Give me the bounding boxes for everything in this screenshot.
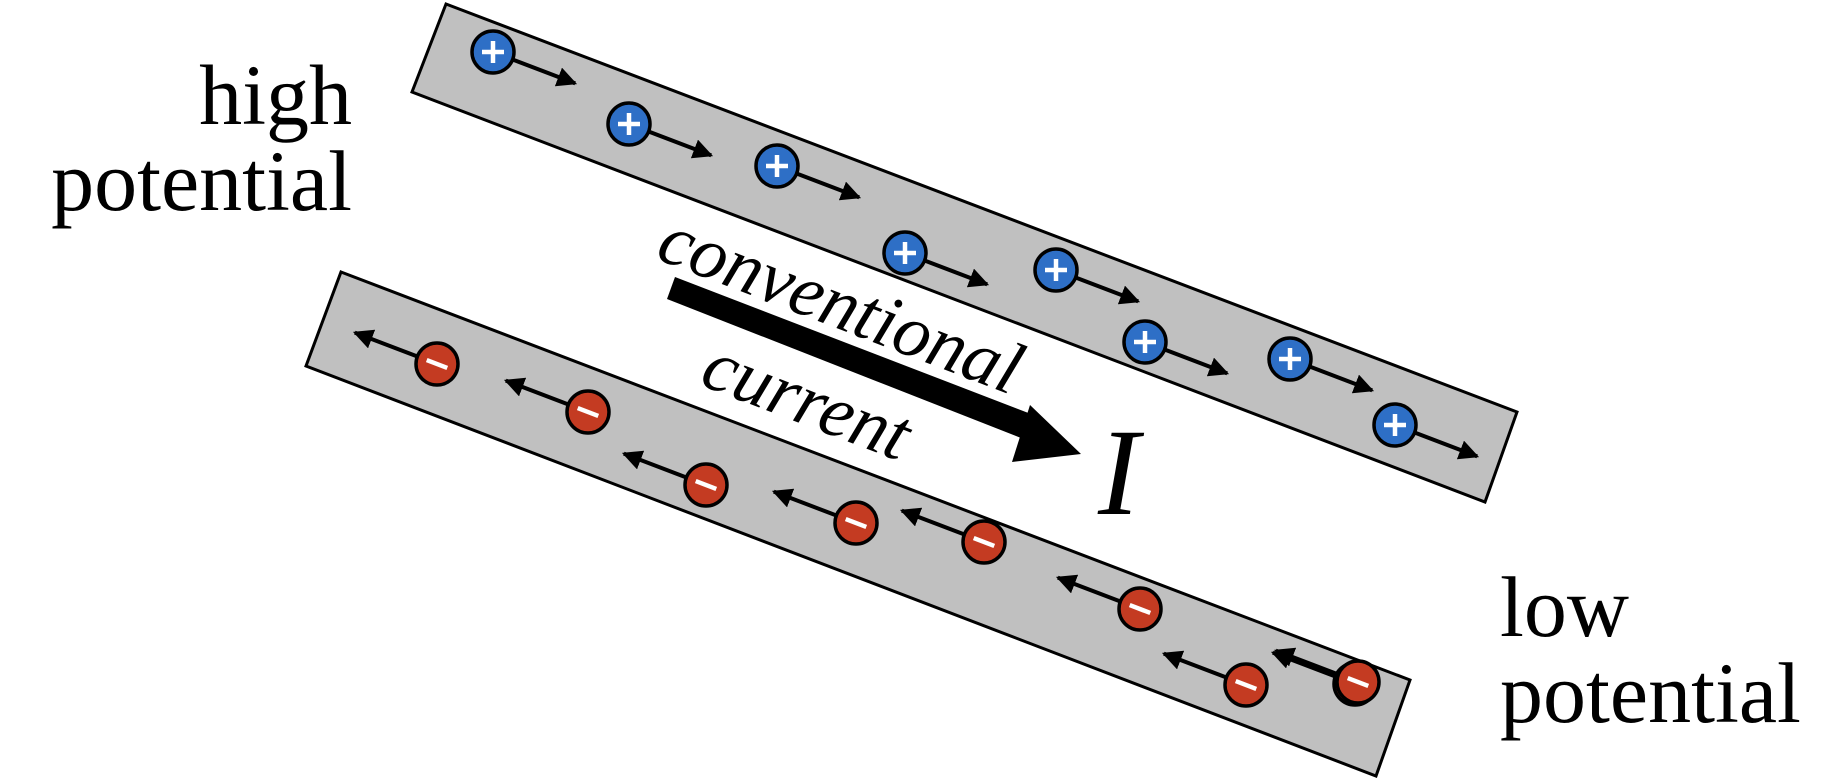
drift-arrow-icon	[512, 57, 578, 87]
drift-arrow-icon	[503, 377, 569, 407]
low-potential-label: potential	[1500, 645, 1801, 741]
upper-wire	[410, 2, 1519, 504]
negative-charge	[352, 329, 460, 387]
drift-arrow-icon	[352, 329, 418, 359]
positive-charge	[1267, 336, 1375, 394]
positive-charges-group	[470, 29, 1480, 460]
positive-charge	[1122, 319, 1230, 377]
negative-charges-group	[352, 329, 1381, 708]
current-symbol: I	[1097, 404, 1145, 541]
drift-arrow-icon	[924, 258, 990, 288]
drift-arrow-icon	[621, 450, 687, 480]
drift-arrow-icon	[1414, 430, 1480, 460]
minus-sign	[1128, 602, 1152, 616]
drift-arrow-icon	[648, 129, 714, 159]
negative-charge	[771, 488, 879, 546]
high-label: high	[199, 47, 352, 143]
drift-arrow-icon	[1309, 364, 1375, 394]
drift-arrow-icon	[1161, 650, 1227, 680]
drift-arrow-icon	[1273, 647, 1339, 677]
positive-charge	[754, 143, 862, 201]
big-arrow-head	[1012, 405, 1081, 462]
negative-charge	[621, 450, 729, 508]
positive-charge	[1372, 402, 1480, 460]
negative-charge	[1055, 574, 1163, 632]
minus-sign	[1234, 678, 1258, 692]
drift-arrow-icon	[1055, 574, 1121, 604]
positive-charge	[606, 101, 714, 159]
negative-charge	[1161, 650, 1269, 708]
minus-sign	[844, 516, 868, 530]
low-label: low	[1500, 559, 1629, 655]
drift-arrow-icon	[1075, 275, 1141, 305]
minus-sign	[694, 478, 718, 492]
drift-arrow-icon	[796, 171, 862, 201]
big-arrow-shaft	[667, 277, 1031, 438]
minus-sign	[576, 405, 600, 419]
drift-arrow-icon	[1164, 347, 1230, 377]
negative-charge	[1273, 647, 1381, 705]
negative-charge	[503, 377, 611, 435]
positive-charge	[470, 29, 578, 87]
big-arrow-icon	[667, 277, 1081, 462]
minus-sign	[425, 357, 449, 371]
drift-arrow-icon	[771, 488, 837, 518]
minus-sign	[972, 535, 996, 549]
minus-sign	[1346, 675, 1370, 689]
positive-charge	[882, 230, 990, 288]
drift-arrow-icon	[899, 507, 965, 537]
high-potential-label: potential	[51, 133, 352, 229]
positive-charge	[1033, 247, 1141, 305]
negative-charge	[899, 507, 1007, 565]
